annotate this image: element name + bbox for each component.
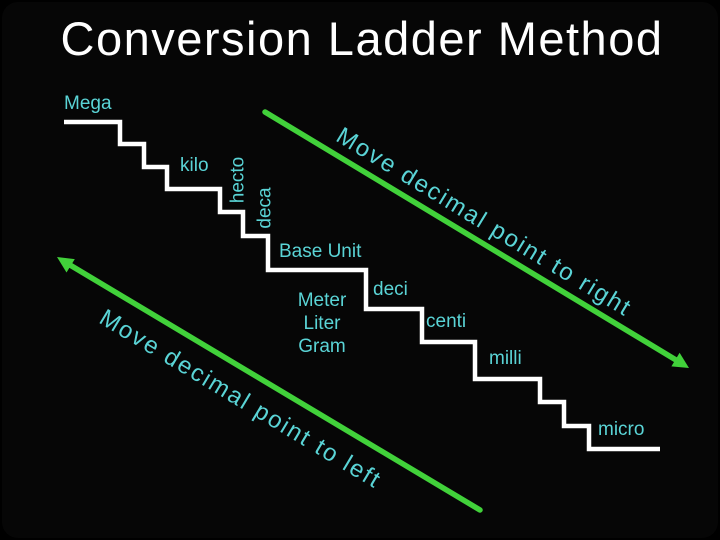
base-unit-examples: Meter Liter Gram xyxy=(272,289,372,358)
move-right-arrowhead-icon xyxy=(671,352,689,368)
move-left-arrow-line xyxy=(67,262,483,513)
ladder-step-micro: micro xyxy=(598,419,645,440)
base-example-liter: Liter xyxy=(303,313,341,334)
ladder-step-mega: Mega xyxy=(64,93,112,114)
slide-title: Conversion Ladder Method xyxy=(60,12,664,65)
ladder-step-hecto: hecto xyxy=(227,156,249,204)
ladder-step-kilo: kilo xyxy=(180,155,209,176)
ladder-step-centi: centi xyxy=(426,311,467,332)
base-example-gram: Gram xyxy=(298,336,346,357)
move-left-arrowhead-icon xyxy=(57,257,75,273)
base-example-meter: Meter xyxy=(297,290,347,311)
ladder-step-deci: deci xyxy=(373,279,408,300)
move-right-arrow-line xyxy=(262,109,679,363)
ladder-staircase-line xyxy=(64,119,660,452)
ladder-step-deca: deca xyxy=(254,187,276,229)
ladder-step-base-unit: Base Unit xyxy=(279,241,362,262)
ladder-step-milli: milli xyxy=(489,348,522,369)
